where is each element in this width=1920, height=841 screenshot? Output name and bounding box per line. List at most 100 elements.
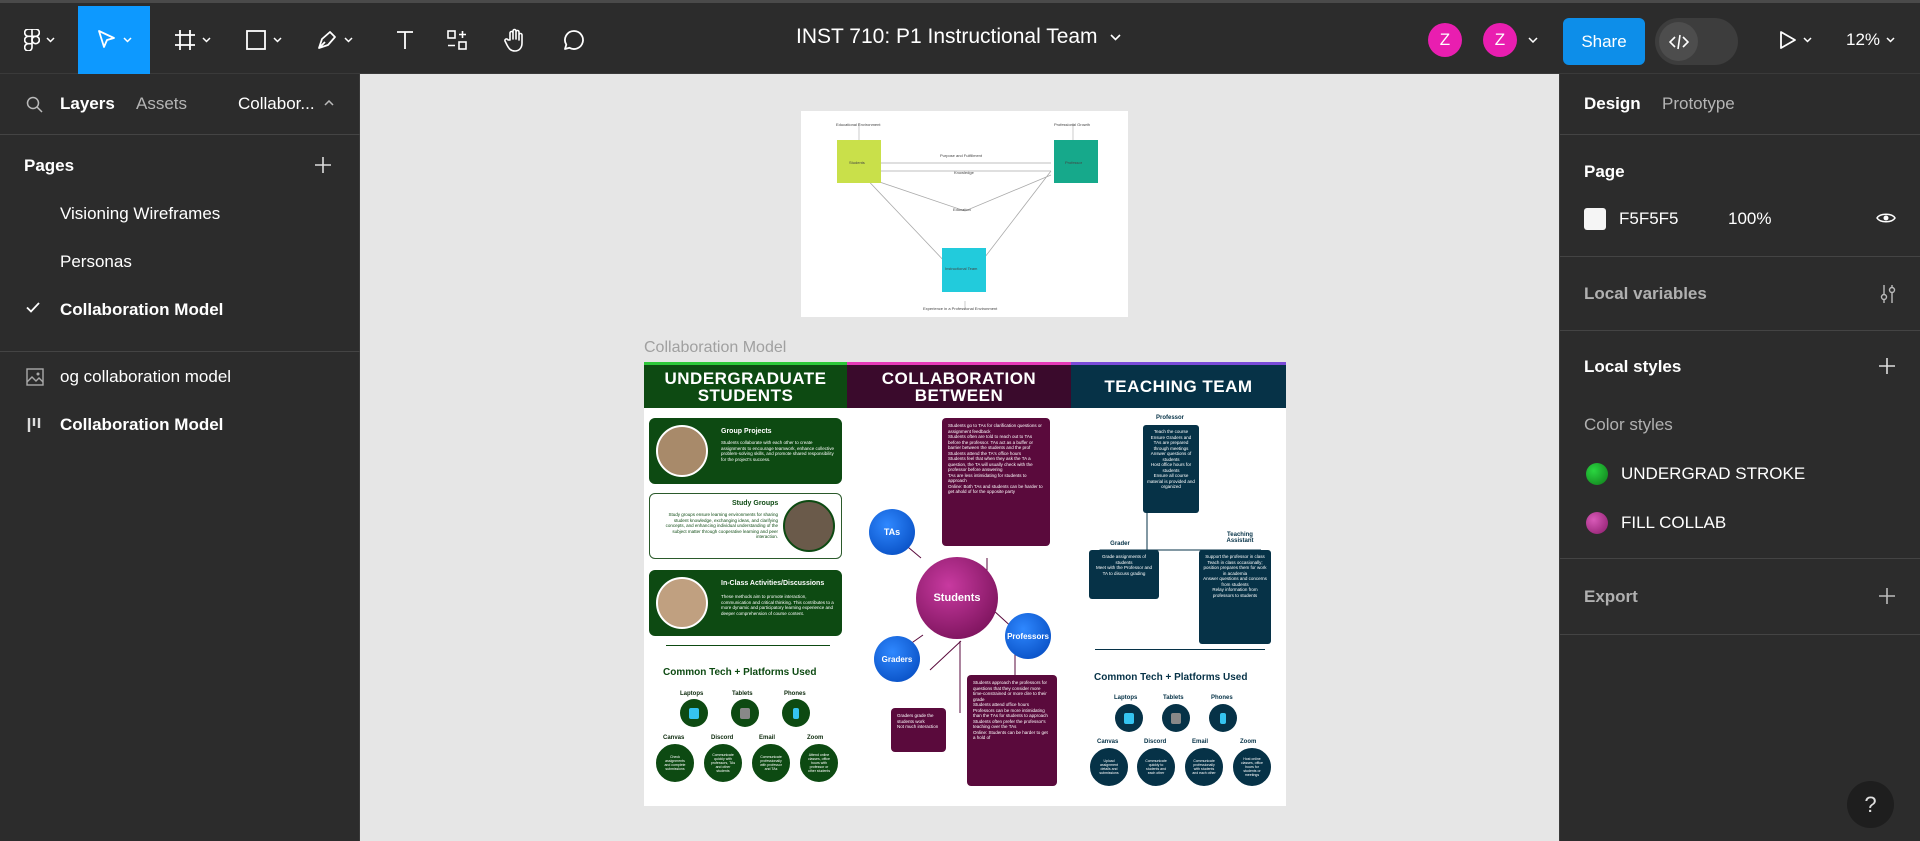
hand-tool-button[interactable] — [490, 6, 540, 74]
color-styles-heading: Color styles — [1584, 415, 1673, 434]
triangle-diagram — [858, 123, 1074, 309]
in-class-activities-card: In-Class Activities/Discussions These me… — [649, 570, 842, 636]
color-style-name[interactable]: UNDERGRAD STROKE — [1621, 464, 1806, 483]
card-text: Students collaborate with each other to … — [721, 440, 835, 462]
note-item: Students attend office hours — [973, 702, 1029, 707]
diagram-label: Professor — [1065, 160, 1083, 165]
shape-tool-button[interactable] — [237, 6, 289, 74]
page-item-collaboration-model[interactable]: Collaboration Model — [60, 300, 224, 319]
search-icon[interactable] — [26, 96, 43, 113]
zoom-level: 12% — [1846, 30, 1881, 49]
task-item: Answer questions and concerns from stude… — [1203, 576, 1267, 587]
tab-prototype[interactable]: Prototype — [1662, 94, 1735, 113]
local-styles-heading: Local styles — [1584, 357, 1682, 376]
email-platform-circle: Communicate professionally with students… — [1185, 748, 1223, 786]
divider — [666, 645, 830, 646]
collaboration-model-frame[interactable]: UNDERGRADUATE STUDENTS COLLABORATION BET… — [644, 362, 1286, 806]
graders-bubble: Graders — [874, 636, 920, 682]
page-item-personas[interactable]: Personas — [60, 252, 132, 271]
ta-tasks-box: Support the professor in class Teach in … — [1199, 550, 1271, 644]
page-switcher[interactable]: Collabor... — [238, 94, 315, 113]
diagram-label: Knowledge — [954, 170, 974, 175]
students-photo — [656, 425, 708, 477]
professor-role-label: Professor — [1155, 415, 1184, 421]
tablet-icon — [1162, 704, 1190, 732]
task-item: Answer questions of students — [1150, 451, 1192, 462]
layer-collaboration-model[interactable]: Collaboration Model — [60, 415, 224, 434]
eye-visibility-icon[interactable] — [1876, 211, 1896, 225]
file-title-dropdown[interactable]: INST 710: P1 Instructional Team — [796, 25, 1121, 49]
pages-heading: Pages — [24, 156, 75, 175]
present-button[interactable] — [1770, 6, 1820, 74]
chevron-down-icon[interactable] — [1528, 37, 1538, 43]
main-menu-button[interactable] — [14, 6, 64, 74]
tab-design[interactable]: Design — [1584, 94, 1641, 113]
export-heading[interactable]: Export — [1584, 587, 1638, 606]
note-item: Students approach the professors for que… — [973, 680, 1048, 702]
hand-icon — [504, 28, 523, 52]
students-node — [837, 140, 881, 183]
add-page-plus-icon[interactable] — [314, 156, 332, 174]
page-fill-hex[interactable]: F5F5F5 — [1619, 209, 1679, 228]
layer-og-collaboration-model[interactable]: og collaboration model — [60, 367, 232, 386]
tab-layers[interactable]: Layers — [60, 94, 115, 113]
discord-platform-circle: Communicate quickly with professors, TAs… — [704, 744, 742, 782]
canvas[interactable]: Educational Environment Professional Gro… — [361, 74, 1559, 841]
local-variables-heading[interactable]: Local variables — [1584, 284, 1707, 303]
chevron-up-icon[interactable] — [324, 100, 334, 106]
add-style-plus-icon[interactable] — [1878, 357, 1896, 375]
og-collaboration-model-image[interactable]: Educational Environment Professional Gro… — [801, 111, 1128, 317]
discord-platform-circle: Communicate quickly to students and each… — [1137, 748, 1175, 786]
collaborator-avatar[interactable]: Z — [1428, 23, 1462, 57]
frame-tool-button[interactable] — [166, 6, 218, 74]
divider — [0, 134, 360, 135]
chevron-down-icon — [343, 37, 353, 43]
add-export-plus-icon[interactable] — [1878, 587, 1896, 605]
device-label: Laptops — [680, 691, 704, 697]
share-button[interactable]: Share — [1563, 18, 1645, 65]
rectangle-icon — [245, 30, 266, 50]
phone-icon — [782, 699, 810, 727]
study-group-photo — [783, 500, 835, 552]
note-item: Online: Both TAs and students can be har… — [948, 483, 1043, 495]
tab-assets[interactable]: Assets — [136, 94, 188, 113]
canvas-platform-circle: Upload assignment details and submission… — [1090, 748, 1128, 786]
variables-sliders-icon[interactable] — [1878, 284, 1898, 304]
ta-notes-box: Students go to TAs for clarification que… — [942, 418, 1050, 546]
chevron-down-icon — [1886, 37, 1895, 43]
help-button[interactable]: ? — [1847, 781, 1894, 828]
text-tool-button[interactable] — [380, 6, 430, 74]
collaboration-between-header: COLLABORATION BETWEEN — [847, 362, 1071, 408]
task-item: Host office hours for students — [1150, 462, 1192, 473]
phone-icon — [1209, 704, 1237, 732]
frame-layout-icon — [27, 418, 41, 432]
move-tool-button[interactable] — [78, 6, 150, 74]
color-style-name[interactable]: FILL COLLAB — [1621, 513, 1727, 532]
grader-tasks-box: Grade assignments of students Meet with … — [1089, 550, 1159, 599]
note-item: Not much interaction — [897, 724, 939, 729]
top-toolbar: INST 710: P1 Instructional Team Z Z Shar… — [0, 0, 1920, 74]
page-fill-opacity[interactable]: 100% — [1728, 209, 1772, 228]
platform-label: Canvas — [1097, 739, 1119, 745]
note-item: Students attend the TA's office hours — [948, 450, 1022, 456]
task-item: Grade assignments of students — [1101, 554, 1147, 565]
pen-tool-button[interactable] — [308, 6, 360, 74]
comment-tool-button[interactable] — [549, 6, 599, 74]
undergrad-stroke-swatch[interactable] — [1586, 463, 1608, 485]
current-user-avatar[interactable]: Z — [1483, 23, 1517, 57]
dev-mode-toggle[interactable] — [1655, 18, 1738, 65]
page-item-visioning-wireframes[interactable]: Visioning Wireframes — [60, 204, 221, 223]
canvas-platform-circle: Check assignments and complete submissio… — [656, 744, 694, 782]
zoom-dropdown[interactable]: 12% — [1846, 30, 1895, 50]
frame-name-label[interactable]: Collaboration Model — [644, 339, 787, 356]
pen-icon — [317, 31, 336, 49]
card-title: Group Projects — [721, 428, 772, 435]
fill-collab-swatch[interactable] — [1586, 512, 1608, 534]
divider — [1560, 134, 1920, 135]
professors-bubble: Professors — [1005, 613, 1051, 659]
page-fill-swatch[interactable] — [1584, 208, 1606, 230]
laptop-icon — [1115, 704, 1143, 732]
resources-tool-button[interactable] — [432, 6, 482, 74]
diagram-label: Purpose and Fulfillment — [940, 153, 983, 158]
divider — [1560, 256, 1920, 257]
